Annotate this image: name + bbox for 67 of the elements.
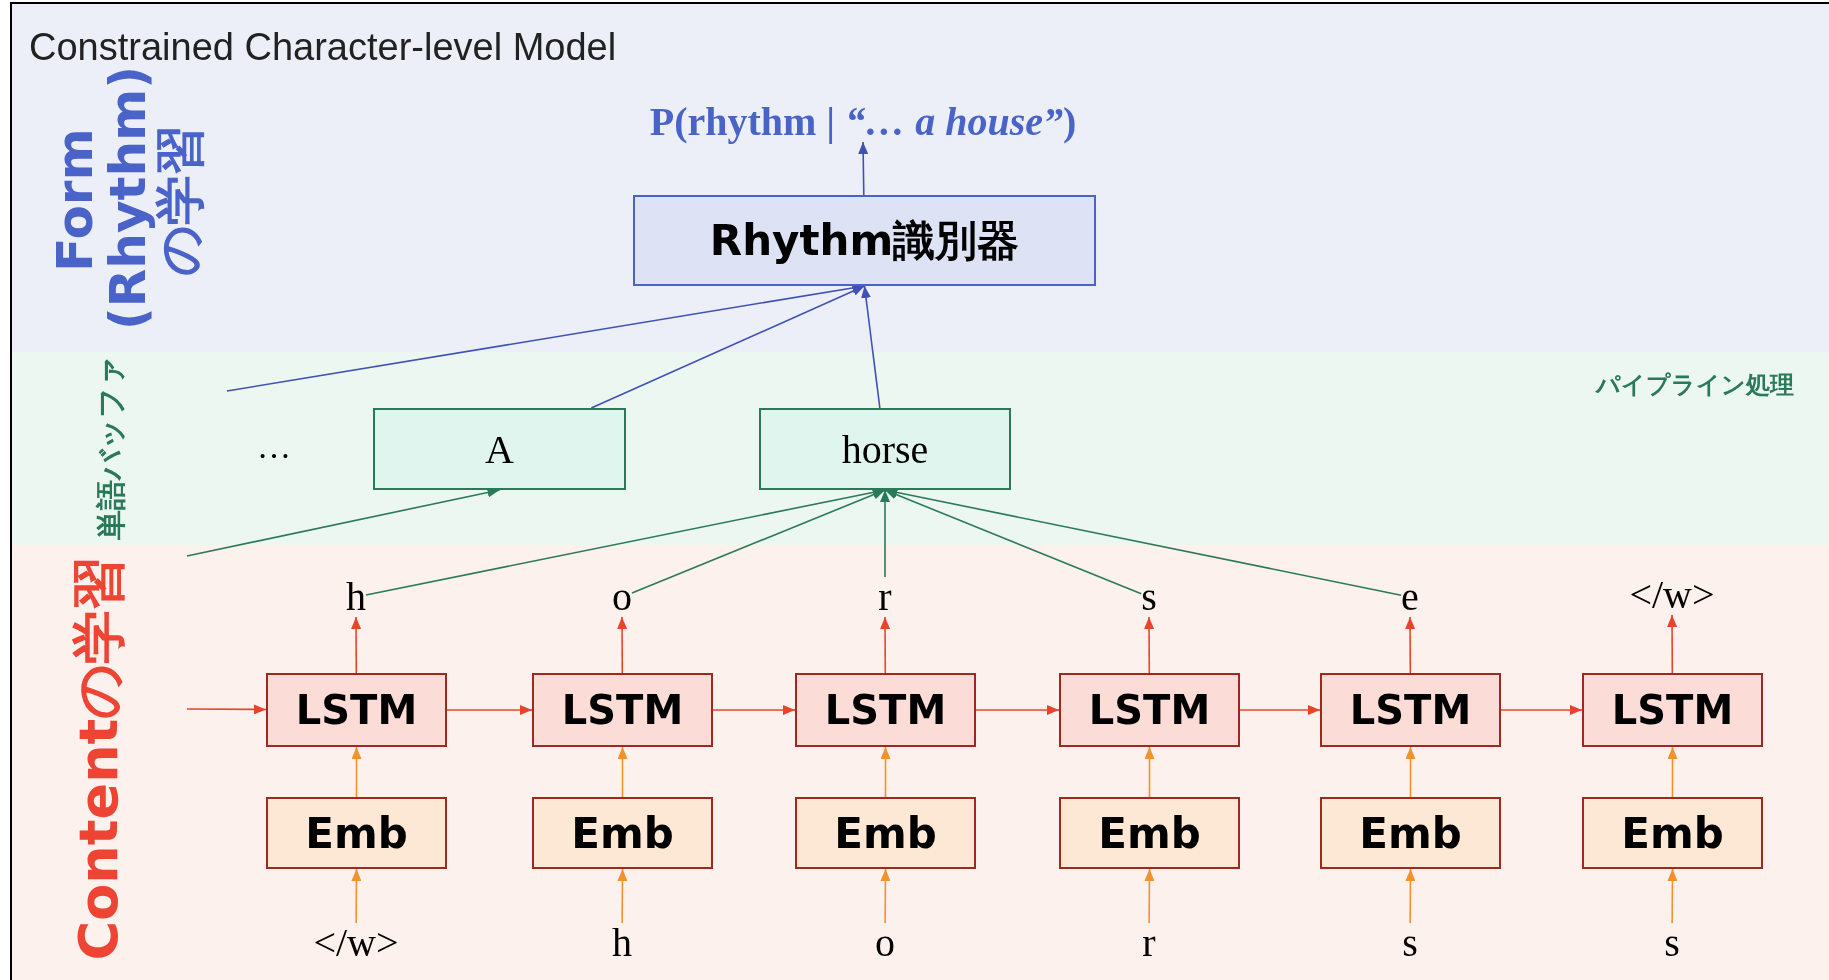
arrow [351,616,362,674]
arrow [1500,705,1583,715]
character-label: r [878,577,892,617]
classifier-box: Rhythm識別器 [633,195,1096,286]
character-label: s [1402,923,1418,963]
character-label: s [1141,577,1157,617]
section-label: Contentの学習 [72,555,126,961]
embedding-box: Emb [1320,797,1501,869]
arrow [351,868,362,924]
character-label: </w> [1629,575,1715,615]
embedding-box: Emb [1582,797,1763,869]
section-band [12,4,1829,352]
arrow [1405,616,1416,674]
character-label: o [875,923,895,963]
section-label: Form (Rhythm)の学習 [49,70,207,330]
arrow [617,746,628,798]
arrow [617,616,628,674]
lstm-box: LSTM [266,673,447,747]
arrow [1667,746,1678,798]
arrow [1667,614,1678,674]
arrow [712,705,796,715]
lstm-box: LSTM [795,673,976,747]
arrow [880,616,891,674]
embedding-box: Emb [1059,797,1240,869]
section-band [12,545,1829,980]
arrow [1144,746,1155,798]
arrow [858,141,869,196]
character-label: e [1401,577,1419,617]
character-label: s [1664,923,1680,963]
character-label: h [346,577,366,617]
ellipsis-text: … [257,430,291,464]
arrow [446,705,533,715]
arrow [880,868,891,924]
arrow [880,746,891,798]
arrow [617,868,628,924]
arrow [631,489,886,594]
section-band [12,352,1829,545]
embedding-box: Emb [532,797,713,869]
arrow [186,487,501,557]
arrow [1144,616,1155,674]
lstm-box: LSTM [1059,673,1240,747]
arrow [1239,705,1321,715]
character-label: r [1142,923,1156,963]
arrow [975,705,1060,715]
lstm-box: LSTM [1320,673,1501,747]
embedding-box: Emb [266,797,447,869]
arrow [861,285,881,409]
character-label: o [612,577,632,617]
diagram-title: Constrained Character-level Model [29,28,617,66]
arrow [1405,868,1416,924]
arrow [351,746,362,798]
word-box: A [373,408,626,490]
arrow [880,489,890,578]
lstm-box: LSTM [1582,673,1763,747]
section-label: 単語バッファ [96,356,126,540]
arrow [186,704,267,715]
arrow [590,285,866,409]
character-label: h [612,923,632,963]
note-text: パイプライン処理 [1596,373,1794,397]
arrow [1405,746,1416,798]
character-label: </w> [313,923,399,963]
output-label: P(rhythm | “… a house”) [649,102,1077,142]
embedding-box: Emb [795,797,976,869]
arrow [1667,868,1678,924]
arrow [1144,868,1155,924]
word-box: horse [759,408,1011,490]
lstm-box: LSTM [532,673,713,747]
